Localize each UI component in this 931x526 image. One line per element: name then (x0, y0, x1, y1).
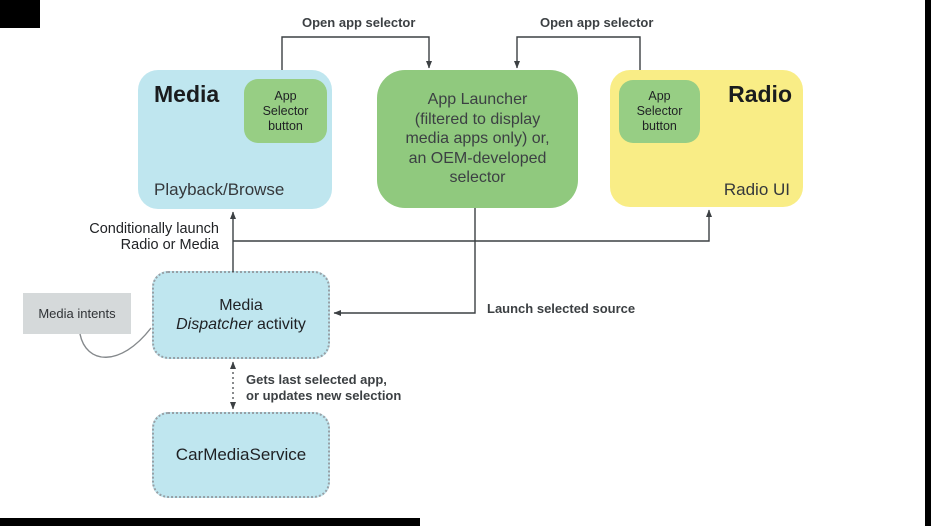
media-app-subtitle: Playback/Browse (154, 180, 285, 199)
radio-app-selector-button: App Selector button (619, 80, 700, 143)
media-intents-label: Media intents (38, 306, 116, 321)
media-app-title: Media (154, 81, 220, 107)
black-bar-top-left (0, 0, 40, 28)
app-launcher-line3: media apps only) or, (405, 130, 550, 148)
media-dispatcher-italic: Dispatcher (176, 316, 253, 333)
launch-selected-source-label: Launch selected source (487, 301, 636, 316)
media-app-selector-button-line1: App (274, 88, 297, 103)
media-intents-curve (79, 327, 152, 358)
car-media-service-label: CarMediaService (175, 445, 307, 464)
conditionally-launch-label: Conditionally launch Radio or Media (89, 221, 219, 253)
radio-app-box: App Selector button Radio Radio UI (610, 70, 803, 207)
app-launcher-text: App Launcher (filtered to display media … (377, 70, 578, 208)
media-app-selector-button: App Selector button (244, 79, 327, 143)
radio-app-subtitle: Radio UI (723, 180, 790, 199)
gets-last-selected-label: Gets last selected app, or updates new s… (246, 372, 401, 404)
media-intents-box: Media intents (23, 293, 131, 334)
radio-app-selector-button-line3: button (642, 119, 677, 133)
conditionally-launch-line1: Conditionally launch (89, 221, 219, 237)
radio-app-selector-button-line1: App (648, 89, 671, 103)
radio-app-title: Radio (728, 81, 792, 107)
launch-radio-arrow (233, 209, 712, 242)
media-dispatcher-line1: Media (219, 296, 263, 314)
open-app-selector-right-arrow (514, 36, 641, 70)
app-launcher-line1: App Launcher (427, 91, 528, 109)
open-app-selector-left-label: Open app selector (302, 15, 416, 30)
conditionally-launch-line2: Radio or Media (120, 236, 219, 253)
radio-app-selector-button-line2: Selector (636, 104, 683, 118)
app-launcher-line5: selector (449, 169, 506, 187)
gets-last-selected-line2: or updates new selection (246, 388, 402, 403)
app-launcher-box: App Launcher (filtered to display media … (377, 70, 578, 208)
open-app-selector-left-arrow (281, 36, 432, 70)
media-dispatcher-line2: Dispatcher activity (176, 315, 306, 335)
media-dispatcher-rest: activity (257, 316, 306, 333)
car-media-service-box: CarMediaService (152, 412, 330, 498)
media-app-selector-button-line2: Selector (262, 103, 309, 118)
app-launcher-line2: (filtered to display (414, 110, 541, 128)
black-bar-right (925, 0, 931, 526)
launch-selected-source-arrow (333, 208, 476, 316)
app-launcher-line4: an OEM-developed (408, 149, 547, 167)
open-app-selector-right-label: Open app selector (540, 15, 654, 30)
media-app-selector-button-line3: button (268, 118, 303, 133)
media-app-box: Media App Selector button Playback/Brows… (138, 70, 332, 209)
media-dispatcher-text: Media Dispatcher activity (176, 296, 306, 335)
gets-last-selected-line1: Gets last selected app, (246, 372, 387, 387)
media-dispatcher-box: Media Dispatcher activity (152, 271, 330, 359)
black-bar-bottom-left (0, 518, 420, 526)
